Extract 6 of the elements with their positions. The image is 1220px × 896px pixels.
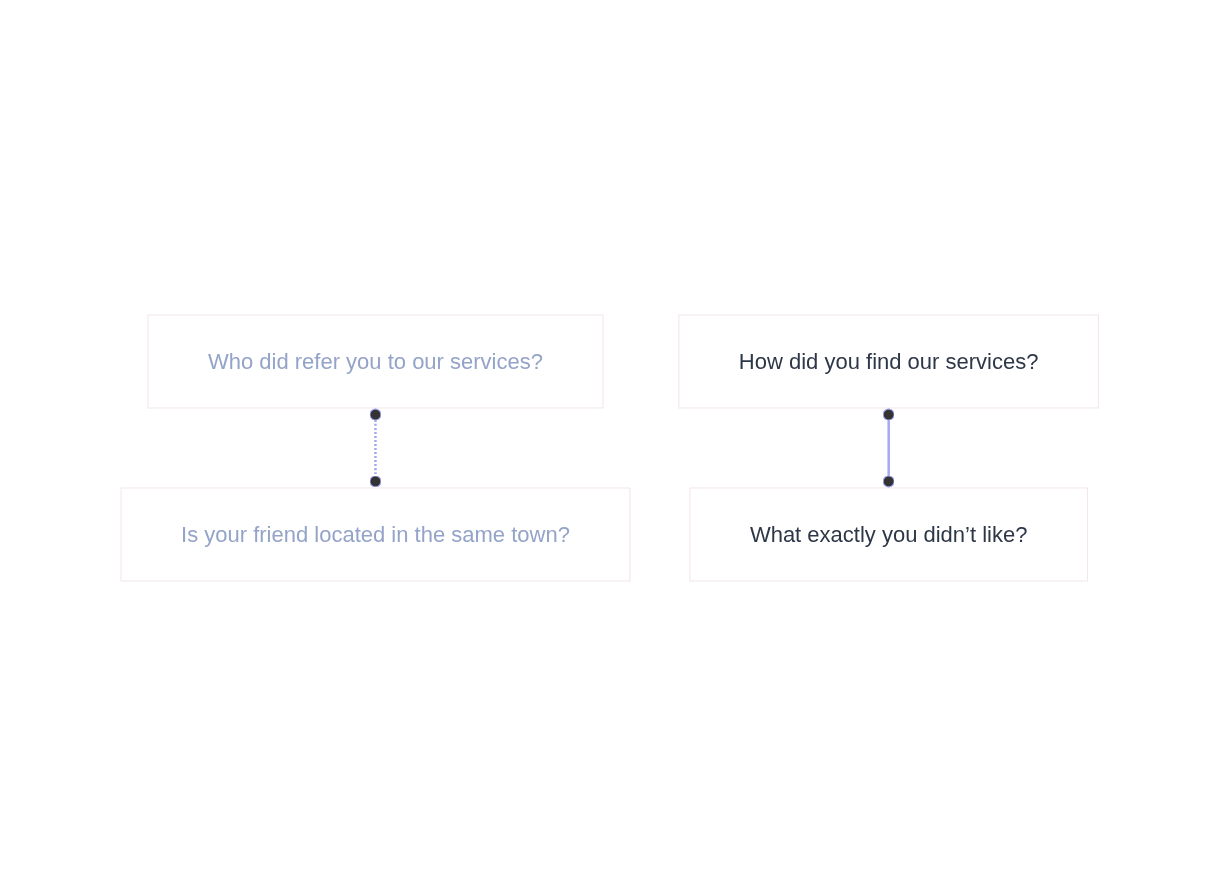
connector [882,408,895,488]
node-box: How did you find our services? [678,314,1100,409]
node-box: Who did refer you to our services? [147,314,604,409]
connector [369,408,382,488]
node-box: Is your friend located in the same town? [120,487,631,582]
node-box: What exactly you didn’t like? [689,487,1089,582]
